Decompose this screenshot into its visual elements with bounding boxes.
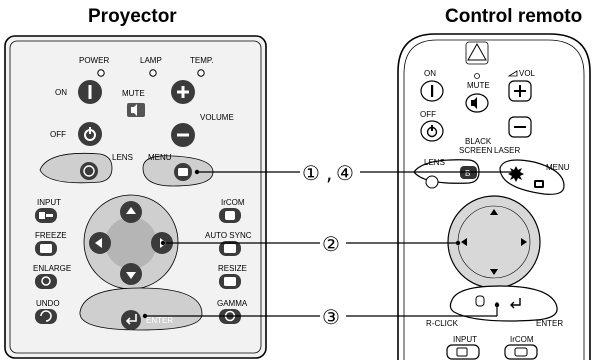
remote-input-label: INPUT <box>453 335 477 344</box>
speaker-mute-icon <box>131 104 137 116</box>
callout-4-dot-right <box>515 169 521 175</box>
enlarge-button[interactable] <box>35 274 57 289</box>
callout-2-dot-left <box>160 240 166 246</box>
remote-down-arrow-icon <box>490 269 498 275</box>
callout-3-dot-right <box>494 302 500 308</box>
undo-button[interactable] <box>35 309 57 324</box>
remote-indicator-led <box>474 73 480 79</box>
menu-label: MENU <box>148 153 172 162</box>
power-indicator-label: POWER <box>79 56 109 65</box>
magnifier-icon <box>41 276 51 286</box>
lens-label: LENS <box>112 153 133 162</box>
on-icon <box>88 85 92 99</box>
remote-lens-label: LENS <box>424 158 445 167</box>
projector-title: Proyector <box>88 6 177 27</box>
undo-icon <box>40 310 52 322</box>
remote-control: ON MUTE VOL OFF BLACK SCREEN LASER LENS … <box>397 33 591 360</box>
remote-off-label: OFF <box>420 110 436 119</box>
remote-on-icon <box>431 85 434 97</box>
lamp-indicator-led <box>149 69 157 77</box>
callout-3-dot-left <box>142 313 148 319</box>
remote-title: Control remoto <box>445 6 582 27</box>
lamp-indicator-label: LAMP <box>140 56 162 65</box>
enter-label: ENTER <box>146 316 173 325</box>
remote-ircom-icon <box>514 347 528 357</box>
black-screen-label-2: SCREEN <box>459 146 493 155</box>
projector-panel: POWER LAMP TEMP. ON MUTE VOLUME OFF LENS <box>4 35 267 359</box>
enter-icon <box>125 314 137 325</box>
mute-label: MUTE <box>122 89 145 98</box>
remote-ircom-label: IrCOM <box>510 335 534 344</box>
callout-2: ② <box>322 232 340 256</box>
remote-lens-icon <box>425 175 439 189</box>
up-arrow-icon <box>126 207 136 214</box>
temp-indicator-led <box>197 69 205 77</box>
temp-indicator-label: TEMP. <box>190 56 213 65</box>
callout-2-dot-right <box>455 240 461 246</box>
callout-4: ④ <box>336 161 354 185</box>
black-screen-label-1: BLACK <box>465 137 492 146</box>
callout-1: ① <box>302 161 320 185</box>
ircom-label: IrCOM <box>221 198 245 207</box>
down-arrow-icon <box>126 272 136 279</box>
remote-enter-label: ENTER <box>536 319 563 328</box>
enter-key[interactable] <box>79 287 203 331</box>
remote-enter-key[interactable] <box>449 285 558 322</box>
enlarge-label: ENLARGE <box>33 264 71 273</box>
resize-icon <box>224 277 236 286</box>
remote-enter-icon <box>510 298 521 309</box>
laser-warning-icon <box>467 42 487 61</box>
gamma-label: GAMMA <box>217 299 248 308</box>
autosync-label: AUTO SYNC <box>205 231 252 240</box>
menu-icon <box>178 168 188 176</box>
remote-b-label: B <box>465 169 470 178</box>
minus-icon <box>177 133 189 137</box>
input-icon <box>39 212 45 219</box>
input-label: INPUT <box>37 198 61 207</box>
left-arrow-icon <box>95 238 102 248</box>
remote-rclick-label: R-CLICK <box>426 319 459 328</box>
callout-comma: , <box>326 161 332 185</box>
resize-label: RESIZE <box>218 264 247 273</box>
remote-input-icon <box>456 347 468 357</box>
callout-3: ③ <box>322 305 340 329</box>
mouse-icon <box>475 295 485 307</box>
laser-icon <box>508 166 524 182</box>
remote-vol-label: VOL <box>519 69 536 78</box>
on-label: ON <box>55 88 67 97</box>
autosync-icon <box>224 244 236 253</box>
power-indicator-led <box>97 69 105 77</box>
callouts: ① , ④ ② ③ <box>142 161 521 329</box>
remote-minus-icon <box>514 126 526 128</box>
remote-up-arrow-icon <box>490 209 498 215</box>
remote-on-label: ON <box>424 69 436 78</box>
laser-label: LASER <box>494 146 520 155</box>
freeze-label: FREEZE <box>35 231 67 240</box>
volume-ramp-icon <box>507 70 518 77</box>
remote-right-arrow-icon <box>521 238 527 246</box>
ircom-icon <box>225 211 235 220</box>
freeze-icon <box>40 244 52 253</box>
remote-left-arrow-icon <box>461 238 467 246</box>
remote-input-button[interactable] <box>446 344 480 360</box>
remote-menu-label: MENU <box>546 163 570 172</box>
off-label: OFF <box>50 130 66 139</box>
undo-label: UNDO <box>36 299 60 308</box>
volume-label: VOLUME <box>200 113 234 122</box>
callout-1-dot-left <box>194 169 200 175</box>
remote-ircom-button[interactable] <box>504 344 538 360</box>
lens-icon <box>83 165 95 177</box>
remote-mute-label: MUTE <box>467 81 490 90</box>
remote-speaker-mute-icon <box>471 97 477 109</box>
